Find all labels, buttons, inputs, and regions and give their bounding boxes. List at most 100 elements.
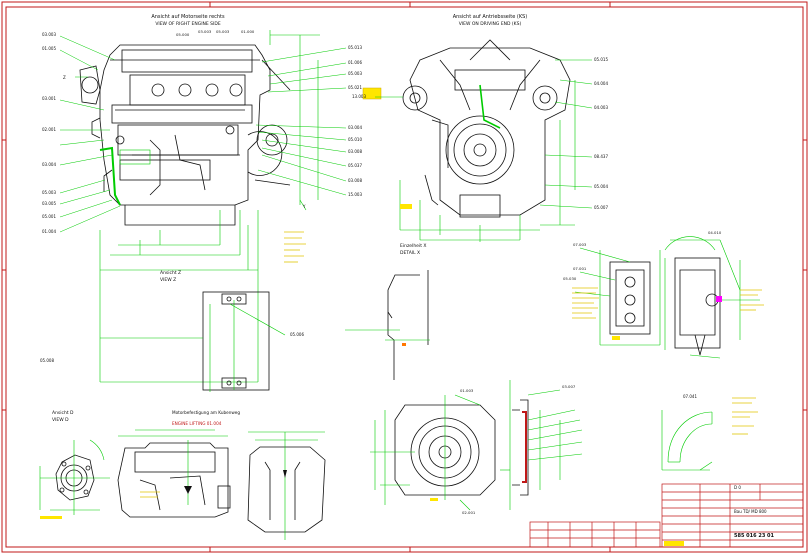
callout-label: 03.004 xyxy=(348,125,362,130)
right-side-view: Ansicht auf Motorseite rechts VIEW OF RI… xyxy=(42,14,382,383)
callout-label: 05.001 xyxy=(42,214,56,219)
callout-label: 03.001 xyxy=(42,96,56,101)
detail-x: Einzelheit X DETAIL X xyxy=(345,243,430,380)
yellow-tag xyxy=(362,87,382,100)
dimension-hatch xyxy=(119,149,151,165)
right-callout-leaders xyxy=(255,47,347,196)
drive-end-title-de: Ansicht auf Antriebsseite (KS) xyxy=(453,14,528,20)
drive-end-view: Ansicht auf Antriebsseite (KS) VIEW ON D… xyxy=(352,14,608,242)
lifting-outline xyxy=(117,442,326,533)
yellow-tag xyxy=(430,498,438,501)
elbow-dimensions xyxy=(661,410,713,471)
annotation-block xyxy=(284,231,306,263)
callout-label: 03.005 xyxy=(42,201,56,206)
gear-outline xyxy=(609,257,721,356)
view-d-dimensions xyxy=(39,439,110,515)
callout-label: 05.015 xyxy=(594,57,608,62)
callout-label: 15.003 xyxy=(348,192,362,197)
callout-label: 05.008 xyxy=(40,358,54,363)
coolant-pipe xyxy=(99,146,121,206)
callout-label: 03.007 xyxy=(562,384,576,389)
drive-end-title-en: VIEW ON DRIVING END (KS) xyxy=(459,21,522,27)
right-callouts: 05.013 01.006 05.003 05.021 03.004 05.01… xyxy=(348,45,362,197)
callout-label: 02.001 xyxy=(462,510,476,515)
callout-label: 04.004 xyxy=(594,81,608,86)
callout-label: 03.003 xyxy=(42,32,56,37)
callout-label: 13.003 xyxy=(352,94,366,99)
callout-label: 01.005 xyxy=(42,46,56,51)
lifting-title-en: ENGINE LIFTING 01.004 xyxy=(172,421,222,426)
highlight-mark xyxy=(402,343,406,346)
callout-label: 05.003 xyxy=(42,190,56,195)
callout-label: 05.013 xyxy=(348,45,362,50)
callout-label: 07.003 xyxy=(573,242,587,247)
view-d-title-de: Ansicht D xyxy=(52,410,74,416)
flywheel-dimensions xyxy=(370,380,583,511)
drive-end-outline xyxy=(402,39,571,218)
view-z-dimensions xyxy=(100,300,286,392)
gear-notes xyxy=(572,287,764,319)
yellow-tag xyxy=(40,516,62,519)
view-d: Ansicht D VIEW D xyxy=(39,410,110,519)
callout-label: 05.037 xyxy=(348,163,362,168)
detail-x-title-de: Einzelheit X xyxy=(400,243,426,249)
highlight-mark xyxy=(716,296,722,302)
callout-label: 01.000 xyxy=(241,29,255,34)
view-d-title-en: VIEW D xyxy=(52,417,69,423)
callout-label: 03.004 xyxy=(42,162,56,167)
callout-label: 07.041 xyxy=(683,394,697,399)
drawing-number: 585 016 23 01 xyxy=(734,533,775,539)
view-z: Ansicht Z VIEW Z 05.006 05.008 xyxy=(40,270,304,392)
detail-x-dimensions xyxy=(345,329,430,341)
company-logo xyxy=(664,541,684,546)
callout-label: 08.437 xyxy=(594,154,608,159)
callout-label: 05.003 xyxy=(348,71,362,76)
view-z-title-en: VIEW Z xyxy=(160,277,176,283)
drive-end-pipe xyxy=(479,84,501,129)
flywheel-callouts: 01.003 03.007 02.001 xyxy=(460,384,576,515)
callout-label: 01.003 xyxy=(460,388,474,393)
gear-callout-labels: 07.003 07.001 05.030 04.010 xyxy=(563,230,722,281)
callout-label: 05.010 xyxy=(348,137,362,142)
title-block-frame xyxy=(529,483,804,548)
gear-dimensions xyxy=(574,236,760,359)
flywheel-outline xyxy=(394,399,529,496)
elbow-notes xyxy=(732,397,758,435)
drive-end-callouts: 13.003 05.015 04.004 04.003 08.437 05.00… xyxy=(352,57,608,210)
detail-x-outline xyxy=(387,270,429,380)
callout-label: 01.006 xyxy=(348,60,362,65)
lifting-view: Motorbefestigung am Kubenweg ENGINE LIFT… xyxy=(117,410,326,540)
left-callouts: 03.003 01.005 03.001 02.001 03.004 05.00… xyxy=(42,32,306,234)
callout-label: 07.001 xyxy=(573,266,587,271)
top-callouts: 05.000 03.003 05.003 01.000 xyxy=(176,29,255,37)
revision-code: Bau TD/ MD 800 xyxy=(734,509,767,514)
right-side-title-de: Ansicht auf Motorseite rechts xyxy=(151,14,225,20)
lift-hook xyxy=(283,470,287,478)
callout-label: 05.000 xyxy=(176,32,190,37)
elbow-view: 07.041 xyxy=(661,394,758,471)
callout-label: 05.021 xyxy=(348,85,362,90)
gear-view: 07.003 07.001 05.030 04.010 xyxy=(563,230,764,359)
detail-x-title-en: DETAIL X xyxy=(400,250,420,256)
lifting-notes xyxy=(140,491,160,498)
arrow-label: Z xyxy=(63,75,66,80)
callout-label: 04.003 xyxy=(594,105,608,110)
lifting-title-de: Motorbefestigung am Kubenweg xyxy=(172,410,240,415)
yellow-tag xyxy=(400,204,412,209)
callout-label: 05.007 xyxy=(594,205,608,210)
callout-label: 05.004 xyxy=(594,184,608,189)
flywheel-view: 01.003 03.007 02.001 xyxy=(370,380,583,515)
short-code: D 0 xyxy=(734,485,741,490)
yellow-tag xyxy=(612,336,620,340)
flywheel-seal xyxy=(522,411,527,483)
callout-label: 02.001 xyxy=(42,127,56,132)
callout-label: 05.003 xyxy=(216,29,230,34)
left-callout-leaders xyxy=(59,35,121,233)
lift-point-marker xyxy=(184,486,192,494)
engine-side-outline xyxy=(79,44,291,226)
callout-label: 04.010 xyxy=(708,230,722,235)
view-d-outline xyxy=(55,454,95,501)
right-side-title-en: VIEW OF RIGHT ENGINE SIDE xyxy=(155,21,221,27)
